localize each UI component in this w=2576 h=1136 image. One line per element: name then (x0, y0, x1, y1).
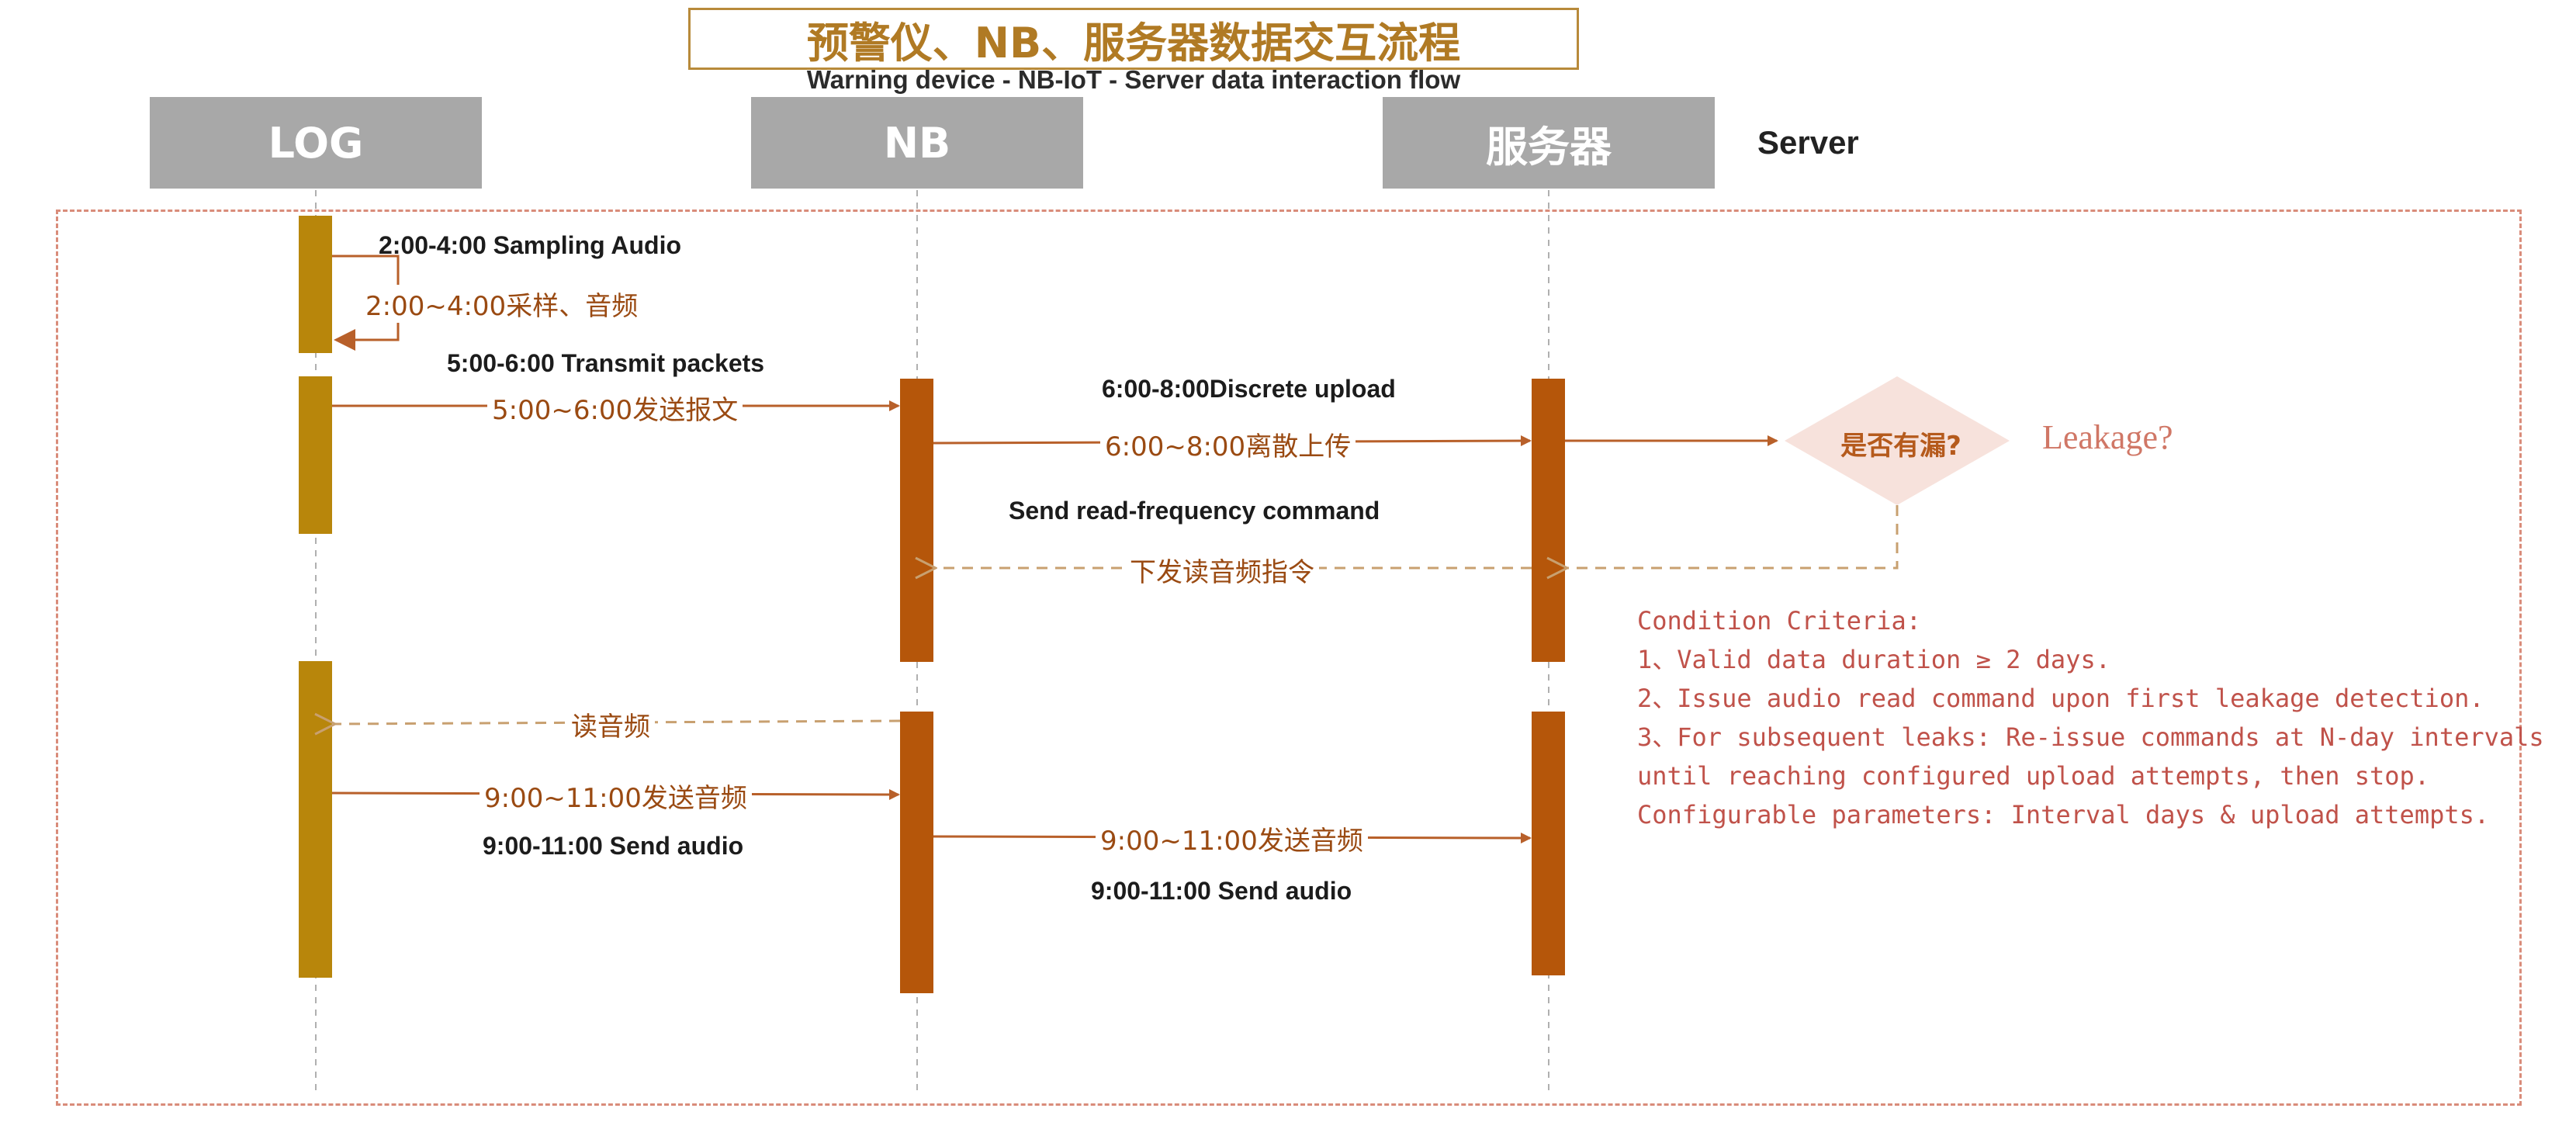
label-transmit-cn: 5:00~6:00发送报文 (487, 389, 743, 427)
decision-label: 是否有漏? (1840, 431, 1961, 462)
lane-header-server-en: Server (1757, 124, 1859, 161)
criteria-item: 3、For subsequent leaks: Re-issue command… (1637, 722, 2544, 752)
label-send-audio-cn-1: 9:00~11:00发送音频 (480, 777, 752, 815)
label-readcmd-cn: 下发读音频指令 (1125, 551, 1319, 589)
activation-log-audio (299, 661, 332, 978)
label-read-audio-cn: 读音频 (566, 705, 655, 743)
activation-server-upload (1532, 379, 1565, 662)
arrow-sampling-head (334, 329, 355, 351)
label-sampling-en: 2:00-4:00 Sampling Audio (379, 231, 681, 259)
label-readcmd-en: Send read-frequency command (1009, 497, 1380, 525)
label-send-audio-cn-2: 9:00~11:00发送音频 (1096, 819, 1368, 857)
criteria-item: 1、Valid data duration ≥ 2 days. (1637, 645, 2110, 674)
label-upload-cn: 6:00~8:00离散上传 (1100, 425, 1356, 463)
decision-diamond (1785, 376, 2010, 505)
activation-nb-upload (900, 379, 933, 662)
lane-header-server: 服务器 (1383, 97, 1715, 189)
decision-label-en: Leakage? (2042, 418, 2173, 456)
condition-criteria: Condition Criteria: 1、Valid data duratio… (1637, 601, 2544, 834)
activation-nb-audio (900, 712, 933, 993)
activation-server-audio (1532, 712, 1565, 975)
label-send-audio-en-1: 9:00-11:00 Send audio (483, 832, 744, 860)
label-sampling-cn: 2:00~4:00采样、音频 (361, 285, 643, 323)
label-upload-en: 6:00-8:00Discrete upload (1102, 375, 1396, 403)
activation-log-sampling (299, 216, 332, 353)
criteria-item: until reaching configured upload attempt… (1637, 761, 2430, 791)
criteria-item: Configurable parameters: Interval days &… (1637, 800, 2490, 829)
diagram-subtitle: Warning device - NB-IoT - Server data in… (806, 65, 1461, 94)
flow-frame (56, 210, 2522, 1106)
criteria-heading: Condition Criteria: (1637, 606, 1922, 636)
label-send-audio-en-2: 9:00-11:00 Send audio (1091, 877, 1352, 905)
activation-log-transmit (299, 376, 332, 534)
criteria-item: 2、Issue audio read command upon first le… (1637, 684, 2484, 713)
lane-header-log: LOG (150, 97, 482, 189)
label-transmit-en: 5:00-6:00 Transmit packets (447, 349, 765, 377)
diagram-title: 预警仪、NB、服务器数据交互流程 (688, 8, 1579, 70)
arrow-decision-to-server (1567, 505, 1899, 568)
lane-header-nb: NB (751, 97, 1083, 189)
